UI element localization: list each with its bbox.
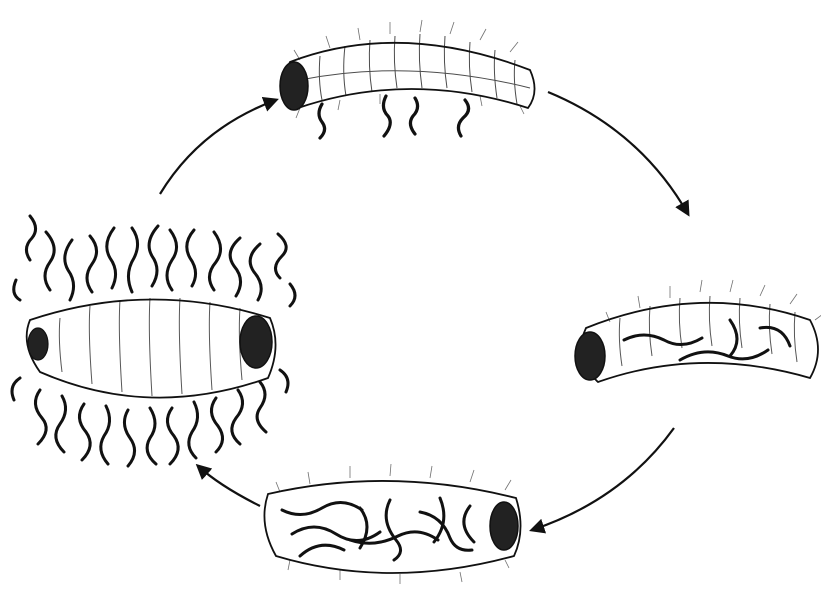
- stage-2-larva-worms-inside: [575, 280, 821, 382]
- arrow-top-to-right: [548, 92, 688, 214]
- stage-3-larva-many-worms-inside: [264, 464, 520, 584]
- arrow-bottom-to-left: [198, 466, 260, 506]
- arrow-right-to-bottom: [532, 428, 674, 530]
- stage-4-larva-many-worms-emerging: [12, 216, 295, 466]
- arrow-left-to-top: [160, 100, 276, 194]
- stage-1-larva-few-worms: [280, 20, 535, 138]
